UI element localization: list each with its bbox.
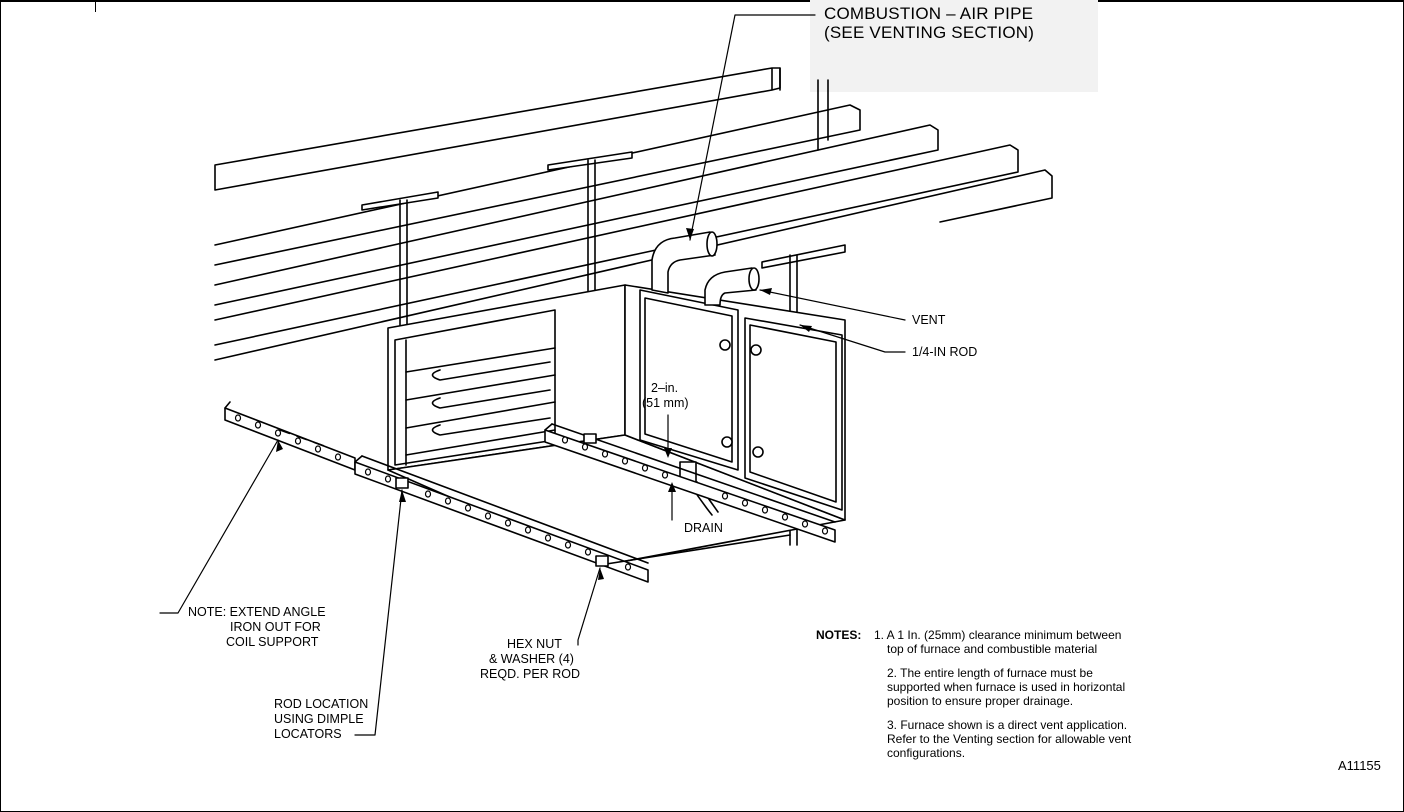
joist-1 xyxy=(214,67,781,191)
hex-nuts xyxy=(395,433,609,567)
leader-rod xyxy=(799,324,906,353)
leader-angle xyxy=(159,439,279,614)
note-3-line-2: Refer to the Venting section for allowab… xyxy=(887,732,1132,746)
joist-3 xyxy=(214,124,939,306)
vent-label: VENT xyxy=(912,313,946,327)
note-1-line-1: 1. A 1 In. (25mm) clearance minimum betw… xyxy=(874,628,1122,642)
hanger-plate-2 xyxy=(547,151,633,171)
hexnut-label-2: & WASHER (4) xyxy=(489,652,574,666)
hexnut-label-3: REQD. PER ROD xyxy=(480,667,581,681)
note-2-line-3: position to ensure proper drainage. xyxy=(887,694,1074,708)
note-3-line-1: 3. Furnace shown is a direct vent applic… xyxy=(887,718,1128,732)
combustion-pipe-label-2: (SEE VENTING SECTION) xyxy=(824,23,1035,42)
leader-rodloc xyxy=(354,489,403,736)
rodloc-label-2: USING DIMPLE xyxy=(274,712,364,726)
drain-label: DRAIN xyxy=(684,521,723,535)
furnace-cabinet xyxy=(387,284,846,566)
angle-iron-holes xyxy=(234,414,829,571)
leader-hexnut xyxy=(577,567,601,646)
angle-note-line-2: IRON OUT FOR xyxy=(230,620,321,634)
joist-5 xyxy=(214,169,1053,361)
leader-combustion xyxy=(689,14,816,241)
pipes xyxy=(651,231,760,306)
notes-heading: NOTES: xyxy=(816,628,862,642)
angle-note-line-1: NOTE: EXTEND ANGLE xyxy=(188,605,326,619)
rod-label: 1/4-IN ROD xyxy=(912,345,978,359)
note-2-line-1: 2. The entire length of furnace must be xyxy=(887,666,1093,680)
combustion-pipe-label-1: COMBUSTION – AIR PIPE xyxy=(824,4,1034,23)
note-2-line-2: supported when furnace is used in horizo… xyxy=(887,680,1126,694)
angle-note-line-3: COIL SUPPORT xyxy=(226,635,319,649)
joist-4 xyxy=(214,144,1019,346)
clearance-label-1: 2–in. xyxy=(651,381,679,395)
clearance-label-2: (51 mm) xyxy=(642,396,689,410)
note-1-line-2: top of furnace and combustible material xyxy=(887,642,1098,656)
figure-id: A11155 xyxy=(1338,758,1381,773)
angle-iron-left xyxy=(224,407,356,471)
rodloc-label-1: ROD LOCATION xyxy=(274,697,369,711)
rodloc-label-3: LOCATORS xyxy=(274,727,342,741)
hanger-plate-3 xyxy=(761,244,846,269)
vent-elbow xyxy=(704,267,757,306)
hexnut-label-1: HEX NUT xyxy=(507,637,562,651)
combustion-pipe-callout-box xyxy=(810,0,1098,92)
angle-iron-right xyxy=(544,429,836,543)
note-3-line-3: configurations. xyxy=(887,746,966,760)
header-tab-divider xyxy=(95,0,96,12)
ceiling-joists xyxy=(214,67,1053,361)
joist-2 xyxy=(214,104,861,266)
arrowheads xyxy=(276,228,812,580)
top-border xyxy=(0,0,1404,2)
leader-vent xyxy=(759,289,906,321)
